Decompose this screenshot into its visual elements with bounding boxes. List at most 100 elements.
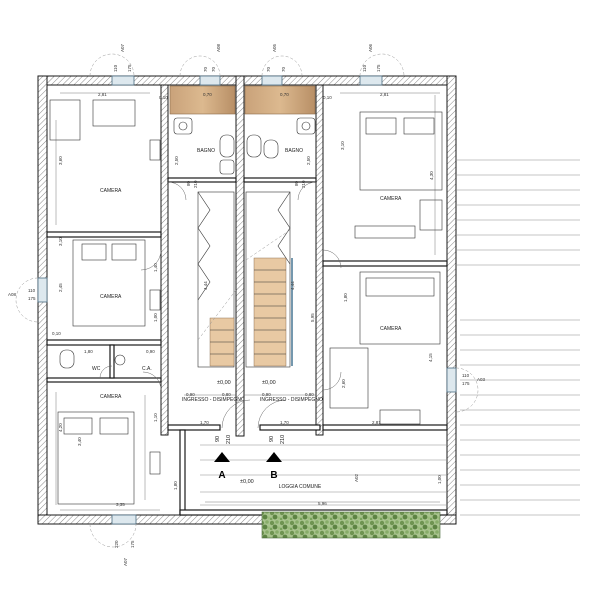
dim-250-left: 2,50 <box>174 156 179 165</box>
window-a07-bottom <box>111 514 137 525</box>
bathroom-fixtures <box>59 117 316 369</box>
dim-175-side: 175 <box>28 296 36 301</box>
beds <box>57 111 443 505</box>
dim-260: 2,60 <box>341 379 346 388</box>
dim-090-wc: 0,90 <box>146 349 155 354</box>
window-tag-a07-bottom: A07 <box>123 557 128 566</box>
dim-080-bottom: 0,80 <box>222 392 231 397</box>
window-a07 <box>111 75 135 86</box>
dim-110-top1: 110 <box>113 64 118 72</box>
dim-180-right: 1,80 <box>343 293 348 302</box>
window-a08-left <box>37 277 48 303</box>
windows <box>37 75 457 525</box>
room-label-bagno-right: BAGNO <box>285 148 303 154</box>
dim-360: 3,60 <box>58 156 63 165</box>
dim-444-left: 4,44 <box>203 281 208 290</box>
dim-245: 2,45 <box>58 283 63 292</box>
dim-210-door-right: 210 <box>280 435 286 444</box>
dim-180-wc: 1,80 <box>84 349 93 354</box>
dim-281-top-left: 2,81 <box>98 92 107 97</box>
stair-left <box>197 191 237 368</box>
dim-100: 1,00 <box>153 313 158 322</box>
window-tag-a05: A05 <box>272 43 277 52</box>
stair-right <box>245 191 293 368</box>
wood-panel-right <box>244 85 316 115</box>
dim-310-left: 3,10 <box>58 237 63 246</box>
window-a05 <box>261 75 283 86</box>
window-tag-a02: A02 <box>354 473 359 482</box>
dim-110: 1,10 <box>153 413 158 422</box>
dim-090-right: 0,90 <box>262 392 271 397</box>
room-label-camera-top-right: CAMERA <box>380 196 402 202</box>
dim-310: 3,10 <box>340 141 345 150</box>
dim-170-right: 1,70 <box>280 420 289 425</box>
window-tag-a08-left: A08 <box>8 292 17 297</box>
door-swings <box>99 181 342 429</box>
dim-281-top-right: 2,81 <box>380 92 389 97</box>
room-label-camera-mid-left: CAMERA <box>100 294 122 300</box>
window-tag-a03: A03 <box>477 377 486 382</box>
dim-80-left: 80 <box>186 180 191 186</box>
level-right: ±0,00 <box>262 380 276 386</box>
dim-335: 3,35 <box>116 502 125 507</box>
dim-70-top2: 70 <box>203 66 208 72</box>
dim-444-right: 4,44 <box>290 281 295 290</box>
dim-070-right: 0,70 <box>280 92 289 97</box>
window-a03 <box>446 367 457 393</box>
unit-b-label: B <box>270 470 277 481</box>
dim-210-right: 210 <box>301 180 306 188</box>
dim-415: 4,15 <box>428 353 433 362</box>
dim-420: 4,20 <box>58 423 63 432</box>
dim-090-left: 0,90 <box>186 392 195 397</box>
dimension-lines <box>55 92 440 511</box>
room-label-camera-mid-right: CAMERA <box>380 326 402 332</box>
window-tag-a08-top: A08 <box>216 43 221 52</box>
dim-220-bottom: 220 <box>114 540 119 548</box>
dim-110-top4: 110 <box>362 64 367 72</box>
window-a06 <box>359 75 383 86</box>
dim-340: 3,40 <box>77 437 82 446</box>
unit-a-label: A <box>218 470 225 481</box>
dim-80-right: 80 <box>294 180 299 186</box>
dim-210-left: 210 <box>193 180 198 188</box>
dim-70b-top2: 70 <box>211 66 216 72</box>
dim-170-left: 1,70 <box>200 420 209 425</box>
dim-70-top3: 70 <box>266 66 271 72</box>
room-label-loggia: LOGGIA COMUNE <box>279 484 322 490</box>
dim-140: 1,40 <box>153 263 158 272</box>
dim-180-bottom: 1,80 <box>173 481 178 490</box>
dim-010-top-left: 0,10 <box>159 95 168 100</box>
window-tag-a07: A07 <box>120 43 125 52</box>
window-a08-top <box>199 75 221 86</box>
dim-90-door-left: 90 <box>215 436 221 442</box>
dim-90-door-right: 90 <box>269 436 275 442</box>
dim-250-right: 2,50 <box>306 156 311 165</box>
wood-panel-left <box>169 85 236 115</box>
furniture <box>49 99 443 475</box>
hedge <box>261 511 441 539</box>
room-label-ca: C.A. <box>142 366 152 372</box>
level-loggia: ±0,00 <box>240 479 254 485</box>
dim-596: 5,96 <box>318 501 327 506</box>
dim-110-side: 110 <box>28 288 36 293</box>
room-label-camera-top-left: CAMERA <box>100 188 122 194</box>
room-label-wc: WC <box>92 366 101 372</box>
exterior-deck <box>456 159 580 516</box>
interior-walls <box>46 177 448 516</box>
dim-430: 4,30 <box>429 171 434 180</box>
loggia-floor <box>200 444 447 506</box>
window-tag-a06: A06 <box>368 43 373 52</box>
dim-595: 5,95 <box>310 313 315 322</box>
dim-175-top1: 175 <box>127 64 132 72</box>
dim-010-wc: 0,10 <box>52 331 61 336</box>
dim-070-left: 0,70 <box>203 92 212 97</box>
dim-175-top4: 175 <box>376 64 381 72</box>
dim-010-top-right: 0,10 <box>323 95 332 100</box>
room-label-ingresso-left: INGRESSO - DISIMPEGNO <box>182 397 245 403</box>
level-left: ±0,00 <box>217 380 231 386</box>
dim-281-bottom-right: 2,81 <box>372 420 381 425</box>
room-label-camera-bottom-left: CAMERA <box>100 394 122 400</box>
dim-080-bottom-right: 0,80 <box>305 392 314 397</box>
room-label-ingresso-right: INGRESSO - DISIMPEGNO <box>260 397 323 403</box>
